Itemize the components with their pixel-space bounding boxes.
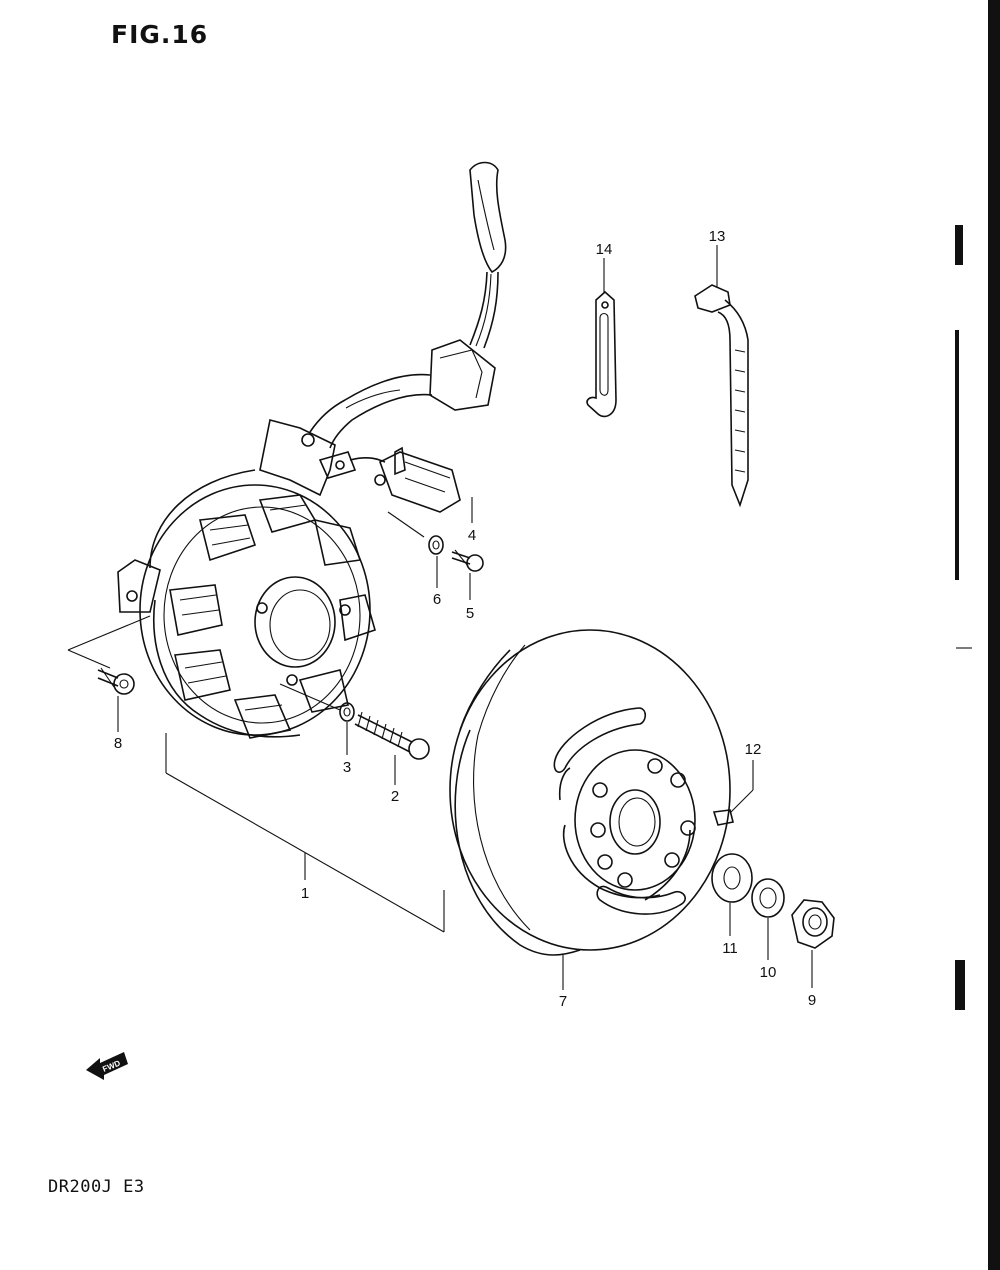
callout-9: 9 <box>808 992 816 1009</box>
clamp-14 <box>586 290 617 418</box>
callout-12: 12 <box>745 741 762 758</box>
callout-8: 8 <box>114 735 122 752</box>
washer-6 <box>428 535 444 555</box>
callout-2: 2 <box>391 788 399 805</box>
callout-13: 13 <box>709 228 726 245</box>
callout-4: 4 <box>468 527 476 544</box>
forward-arrow-icon: FWD <box>86 1052 128 1080</box>
wire-harness <box>309 161 507 449</box>
lock-washer-10 <box>751 878 785 918</box>
callout-6: 6 <box>433 591 441 608</box>
model-code: DR200J E3 <box>48 1177 145 1197</box>
screw-5 <box>451 549 484 572</box>
callout-labels: 1 2 3 4 5 6 7 8 9 10 11 12 13 14 <box>114 228 816 1010</box>
screw-8 <box>97 667 135 695</box>
nut-9 <box>791 899 835 949</box>
leader-lines <box>67 245 813 990</box>
callout-1: 1 <box>301 885 309 902</box>
flywheel-rotor <box>449 629 731 956</box>
cable-tie-13 <box>694 284 749 508</box>
scan-edge-bar <box>988 0 1000 1270</box>
key-12 <box>712 809 734 826</box>
washer-11 <box>711 853 753 903</box>
callout-10: 10 <box>760 964 777 981</box>
scan-edge-marks <box>955 225 972 1010</box>
callout-11: 11 <box>722 940 738 957</box>
callout-3: 3 <box>343 759 351 776</box>
washer-3 <box>339 702 355 722</box>
callout-5: 5 <box>466 605 474 622</box>
callout-14: 14 <box>596 241 613 258</box>
figure-title: FIG.16 <box>111 20 209 49</box>
callout-7: 7 <box>559 993 567 1010</box>
screw-2 <box>354 711 430 760</box>
pickup-coil <box>318 446 461 513</box>
stator-plate <box>117 419 376 739</box>
